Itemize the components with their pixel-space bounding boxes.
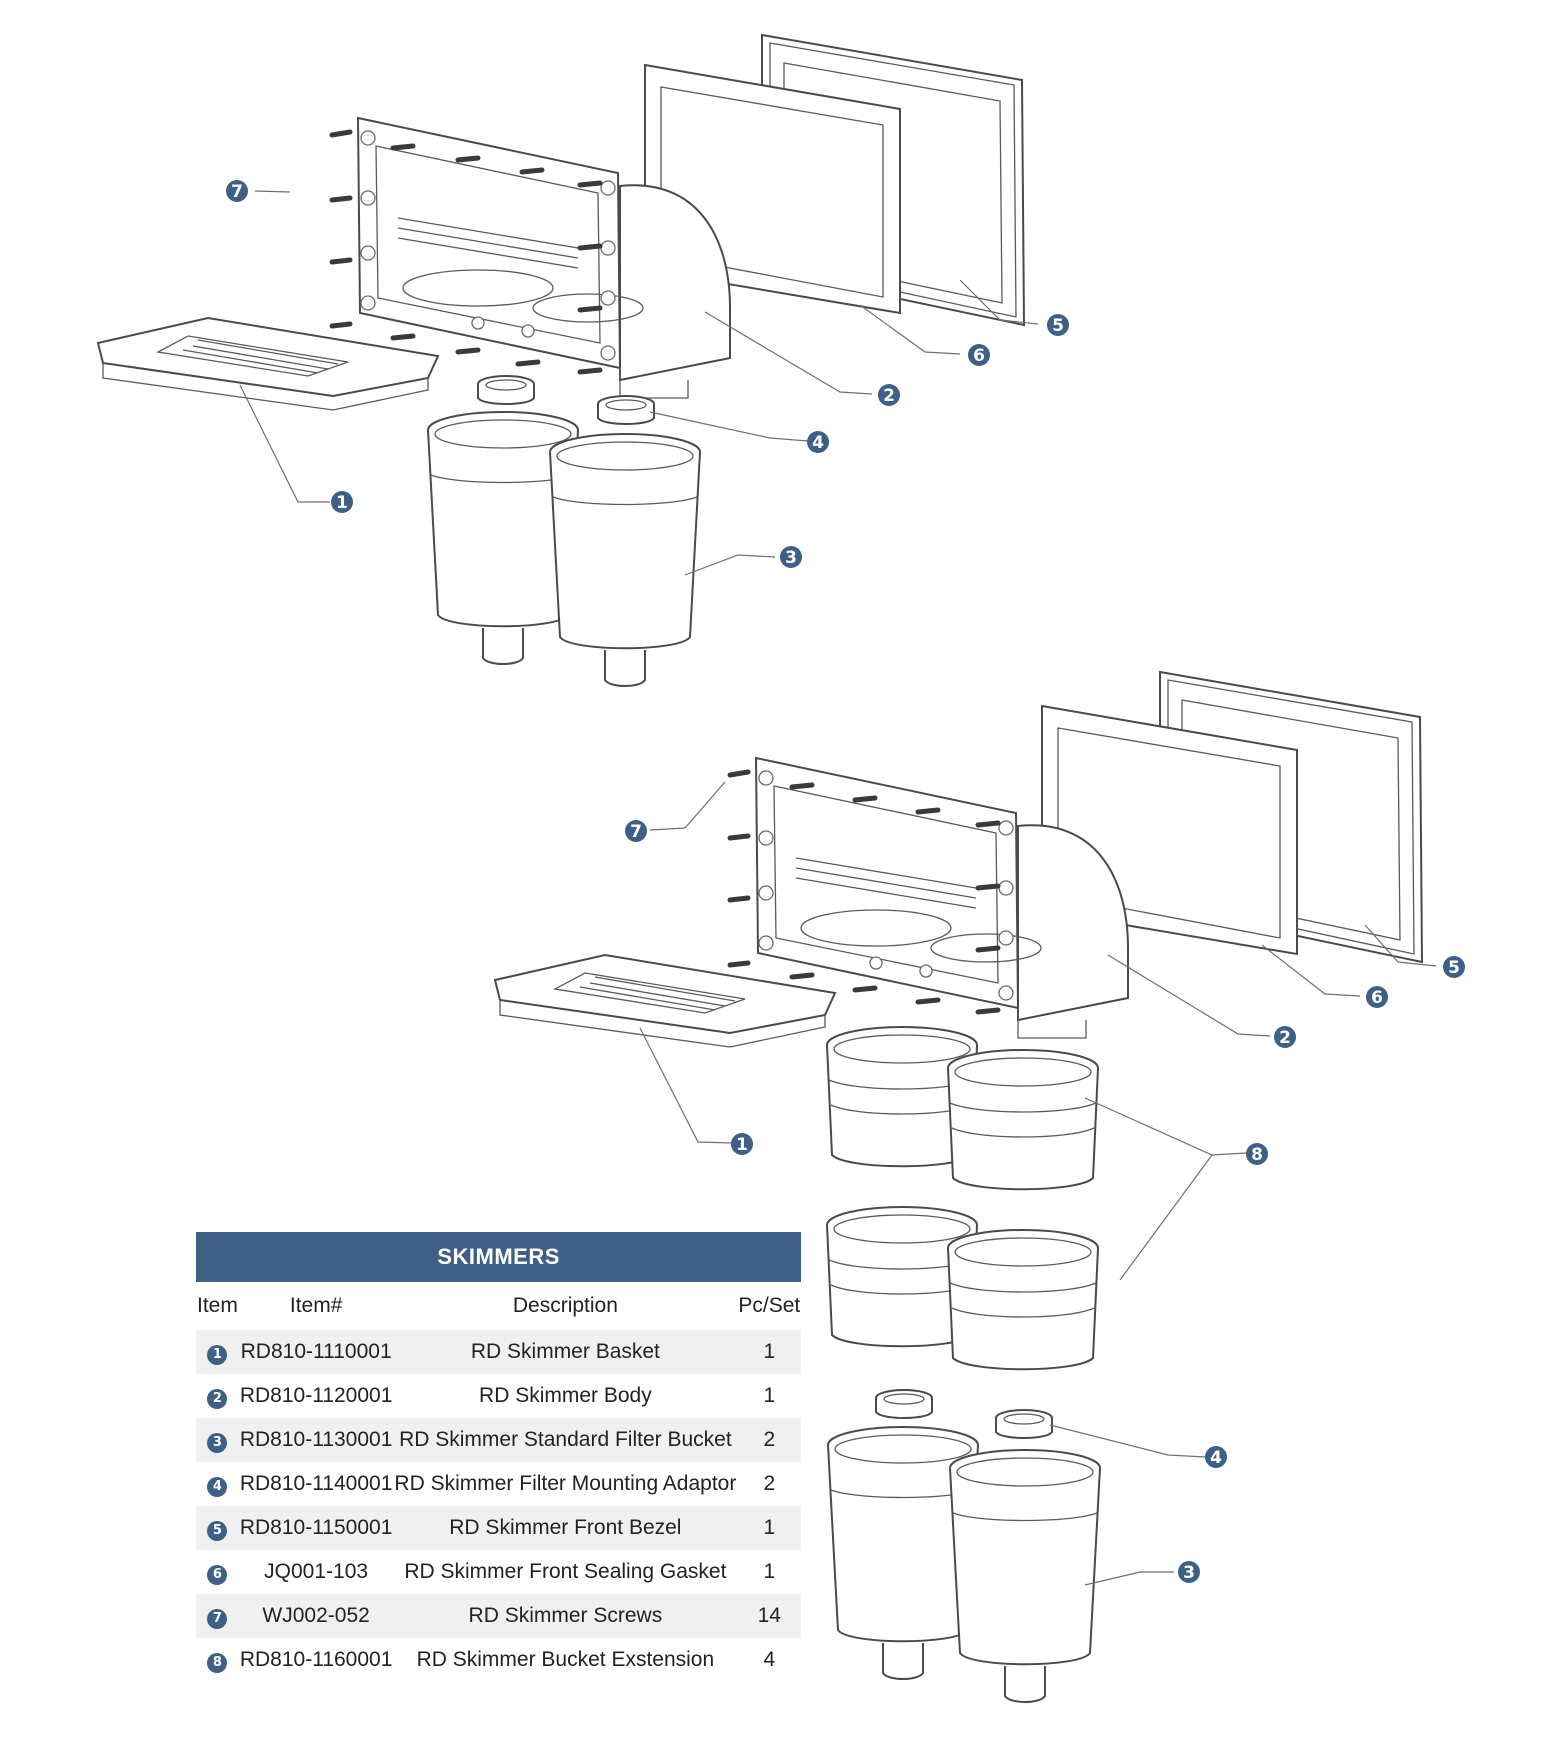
item-description: RD Skimmer Filter Mounting Adaptor <box>393 1462 738 1506</box>
table-row: 5 RD810-1150001 RD Skimmer Front Bezel 1 <box>196 1506 802 1550</box>
svg-text:8: 8 <box>1251 1145 1263 1165</box>
part-bucket-extension <box>826 1026 1099 1371</box>
callout-6-top: 6 <box>968 344 990 366</box>
part-screws <box>329 129 603 375</box>
table-row: 7 WJ002-052 RD Skimmer Screws 14 <box>196 1594 802 1638</box>
item-description: RD Skimmer Screws <box>393 1594 738 1638</box>
svg-text:3: 3 <box>1183 1563 1195 1583</box>
callout-3-top: 3 <box>780 546 802 568</box>
col-header-description: Description <box>512 1294 618 1317</box>
item-badge: 6 <box>207 1564 228 1585</box>
item-description: RD Skimmer Body <box>393 1374 738 1418</box>
svg-text:6: 6 <box>1371 988 1383 1008</box>
callout-2-top: 2 <box>878 384 900 406</box>
item-badge: 2 <box>207 1388 228 1409</box>
callout-1-top: 1 <box>331 491 353 513</box>
table-row: 1 RD810-1110001 RD Skimmer Basket 1 <box>196 1330 802 1374</box>
callout-4-top: 4 <box>807 431 829 453</box>
item-qty: 2 <box>737 1462 802 1506</box>
item-qty: 14 <box>737 1594 802 1638</box>
item-number: RD810-1110001 <box>238 1330 394 1374</box>
item-qty: 1 <box>737 1550 802 1594</box>
svg-text:2: 2 <box>883 386 895 406</box>
svg-text:7: 7 <box>231 182 243 202</box>
item-qty: 1 <box>737 1506 802 1550</box>
bottom-assembly <box>494 671 1437 1703</box>
item-number: JQ001-103 <box>238 1550 394 1594</box>
svg-text:4: 4 <box>1210 1448 1222 1468</box>
item-number: WJ002-052 <box>238 1594 394 1638</box>
callout-7-bottom: 7 <box>625 820 647 842</box>
callout-1-bottom: 1 <box>731 1133 753 1155</box>
item-description: RD Skimmer Basket <box>393 1330 738 1374</box>
svg-text:5: 5 <box>1052 316 1064 336</box>
table-title-row: SKIMMERS <box>196 1232 802 1282</box>
item-qty: 2 <box>737 1418 802 1462</box>
part-filter-bucket-2 <box>827 1426 1101 1703</box>
col-header-item-number: Item# <box>289 1294 343 1317</box>
table-body: 1 RD810-1110001 RD Skimmer Basket 1 2 RD… <box>196 1330 802 1682</box>
table-row: 6 JQ001-103 RD Skimmer Front Sealing Gas… <box>196 1550 802 1594</box>
part-filter-bucket <box>427 411 701 687</box>
svg-text:4: 4 <box>812 433 824 453</box>
item-badge: 7 <box>207 1608 228 1629</box>
callout-5-top: 5 <box>1047 314 1069 336</box>
col-header-item: Item <box>197 1294 238 1317</box>
part-skimmer-basket-2 <box>494 954 836 1048</box>
item-badge: 5 <box>207 1520 228 1541</box>
item-qty: 4 <box>737 1638 802 1682</box>
table-header-row: Item Item# Description Pc/Set <box>196 1282 801 1330</box>
item-description: RD Skimmer Bucket Exstension <box>393 1638 738 1682</box>
item-number: RD810-1150001 <box>238 1506 394 1550</box>
callout-8-bottom: 8 <box>1246 1143 1268 1165</box>
item-description: RD Skimmer Front Sealing Gasket <box>393 1550 738 1594</box>
table-row: 8 RD810-1160001 RD Skimmer Bucket Exsten… <box>196 1638 802 1682</box>
part-screws-2 <box>727 769 1001 1015</box>
item-description: RD Skimmer Standard Filter Bucket <box>393 1418 738 1462</box>
svg-text:6: 6 <box>973 346 985 366</box>
item-qty: 1 <box>737 1330 802 1374</box>
table-row: 4 RD810-1140001 RD Skimmer Filter Mounti… <box>196 1462 802 1506</box>
table-title: SKIMMERS <box>196 1232 802 1282</box>
item-qty: 1 <box>737 1374 802 1418</box>
svg-text:1: 1 <box>336 493 348 513</box>
item-number: RD810-1140001 <box>238 1462 394 1506</box>
item-badge: 1 <box>207 1344 228 1365</box>
callout-2-bottom: 2 <box>1274 1026 1296 1048</box>
callout-5-bottom: 5 <box>1443 956 1465 978</box>
callout-7-top: 7 <box>226 180 248 202</box>
item-badge: 4 <box>207 1476 228 1497</box>
svg-text:7: 7 <box>630 822 642 842</box>
svg-text:3: 3 <box>785 548 797 568</box>
top-assembly <box>97 34 1039 687</box>
svg-text:5: 5 <box>1448 958 1460 978</box>
callout-4-bottom: 4 <box>1205 1446 1227 1468</box>
item-badge: 8 <box>207 1652 228 1673</box>
item-number: RD810-1120001 <box>238 1374 394 1418</box>
svg-text:2: 2 <box>1279 1028 1291 1048</box>
part-skimmer-basket <box>97 317 439 411</box>
table-row: 2 RD810-1120001 RD Skimmer Body 1 <box>196 1374 802 1418</box>
item-number: RD810-1130001 <box>238 1418 394 1462</box>
item-number: RD810-1160001 <box>238 1638 394 1682</box>
item-badge: 3 <box>207 1432 228 1453</box>
callout-6-bottom: 6 <box>1366 986 1388 1008</box>
parts-table: SKIMMERS Item Item# Description Pc/Set 1… <box>196 1232 802 1682</box>
item-description: RD Skimmer Front Bezel <box>393 1506 738 1550</box>
svg-text:1: 1 <box>736 1135 748 1155</box>
col-header-qty: Pc/Set <box>738 1294 801 1317</box>
table-row: 3 RD810-1130001 RD Skimmer Standard Filt… <box>196 1418 802 1462</box>
callout-3-bottom: 3 <box>1178 1561 1200 1583</box>
